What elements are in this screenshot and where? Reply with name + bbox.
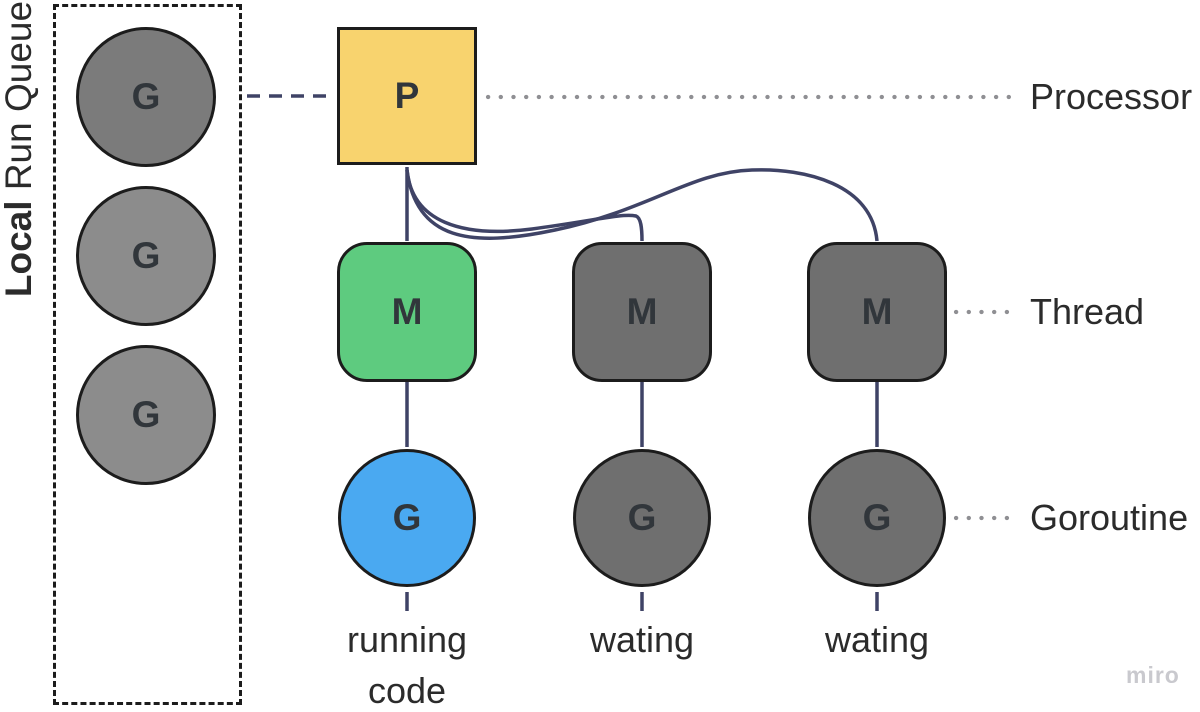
queue-goroutine-1-label: G bbox=[131, 76, 161, 117]
goroutine-3-label: G bbox=[862, 497, 892, 538]
thread-2-label: M bbox=[626, 291, 658, 332]
local-run-queue-title-bold: Local bbox=[0, 200, 39, 298]
goroutine-node-running: G bbox=[338, 449, 476, 587]
queue-goroutine-circle-2: G bbox=[76, 186, 216, 326]
queue-goroutine-3-label: G bbox=[131, 394, 161, 435]
thread-node-waiting-1: M bbox=[572, 242, 712, 382]
processor-to-thread3-curve bbox=[405, 168, 879, 242]
processor-node: P bbox=[337, 27, 477, 165]
thread-1-label: M bbox=[391, 291, 423, 332]
local-run-queue-box bbox=[53, 4, 242, 705]
queue-goroutine-circle-1: G bbox=[76, 27, 216, 167]
processor-to-thread2-curve bbox=[405, 169, 644, 242]
status-label-waiting-2: wating bbox=[824, 619, 930, 660]
legend-processor-label: Processor bbox=[1030, 76, 1193, 117]
thread-3-label: M bbox=[861, 291, 893, 332]
status-label-waiting-1: wating bbox=[589, 619, 695, 660]
local-run-queue-title: Local Run Queue bbox=[0, 0, 40, 299]
thread-node-running: M bbox=[337, 242, 477, 382]
goroutine-node-waiting-2: G bbox=[808, 449, 946, 587]
queue-goroutine-circle-3: G bbox=[76, 345, 216, 485]
status-label-running-code: running code bbox=[346, 619, 468, 712]
processor-label: P bbox=[394, 75, 420, 116]
thread-node-waiting-2: M bbox=[807, 242, 947, 382]
legend-thread-label: Thread bbox=[1030, 291, 1145, 332]
legend-goroutine-label: Goroutine bbox=[1030, 497, 1189, 538]
miro-watermark: miro bbox=[1126, 662, 1180, 688]
goroutine-2-label: G bbox=[627, 497, 657, 538]
goroutine-node-waiting-1: G bbox=[573, 449, 711, 587]
goroutine-1-label: G bbox=[392, 497, 422, 538]
local-run-queue-title-rest: Run Queue bbox=[0, 0, 39, 201]
queue-goroutine-2-label: G bbox=[131, 235, 161, 276]
